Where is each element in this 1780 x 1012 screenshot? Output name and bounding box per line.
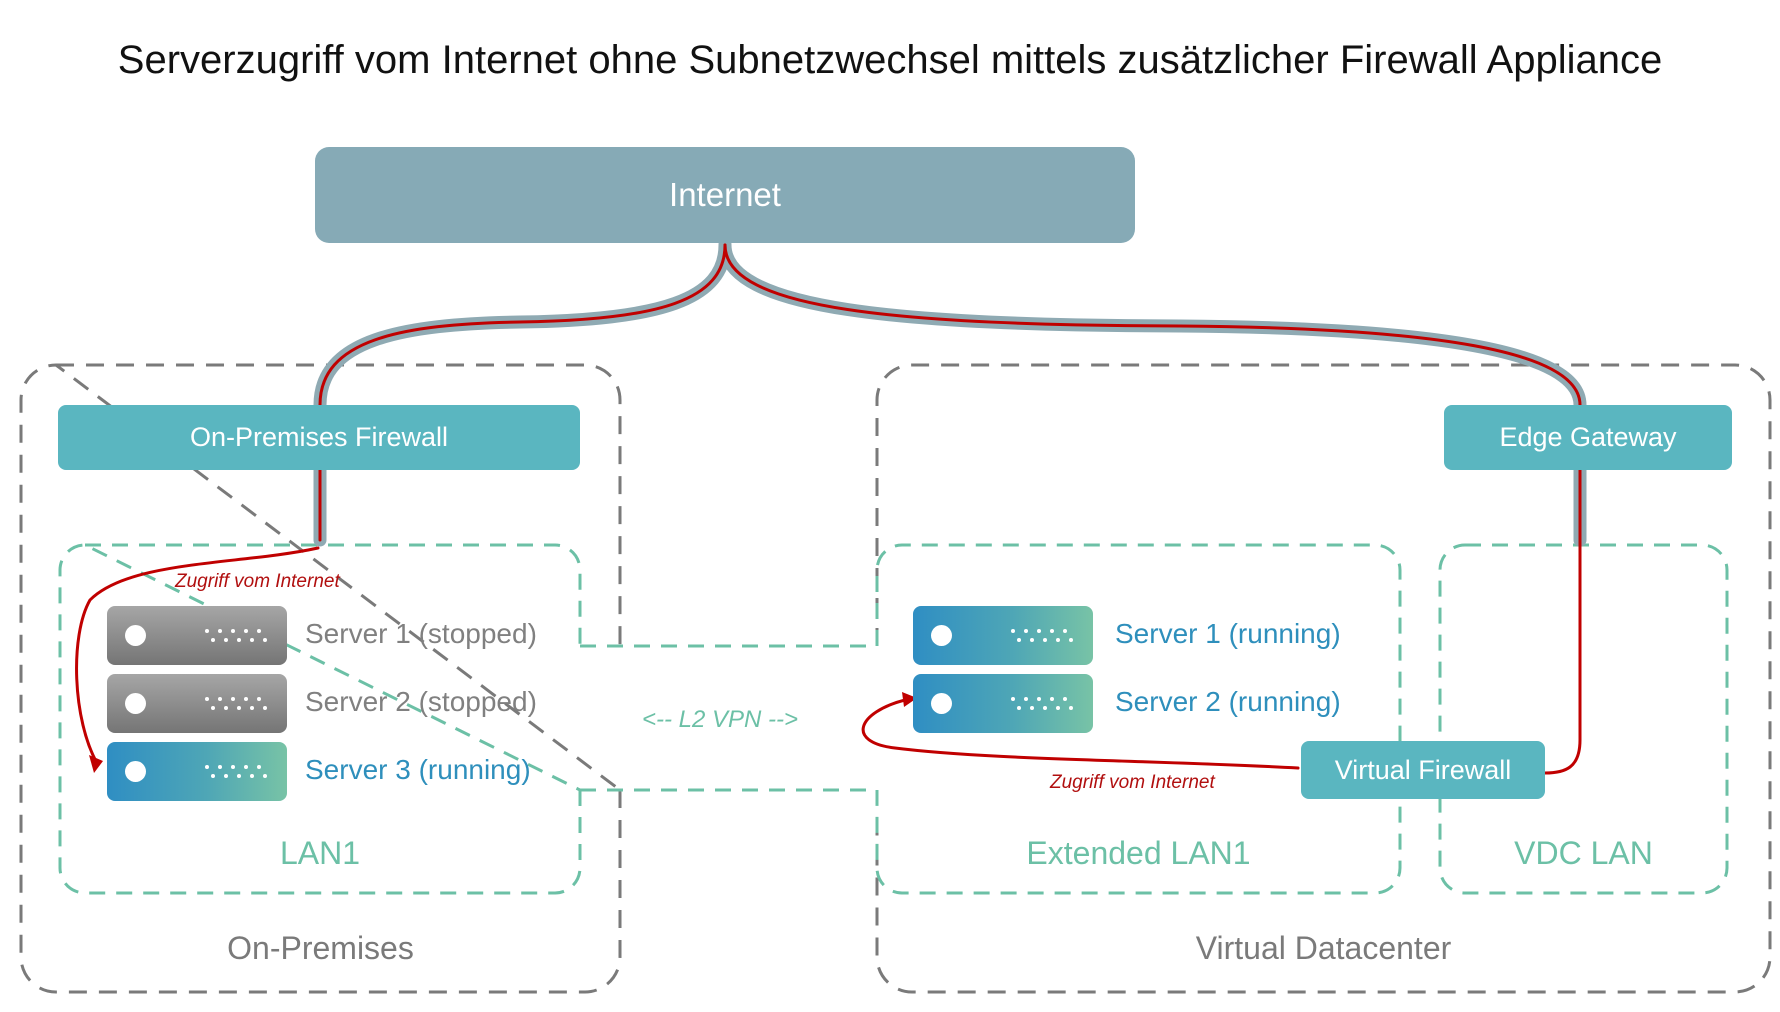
internet-node: Internet — [315, 147, 1135, 243]
onprem-site-label: On-Premises — [227, 930, 414, 966]
access-path-onprem-uplink — [318, 243, 727, 407]
power-led-icon — [125, 761, 146, 782]
power-led-icon — [125, 625, 146, 646]
access-arrow-vdc — [861, 698, 1300, 770]
access-path-vdc-uplink — [723, 243, 1582, 407]
onprem-site-border — [19, 363, 622, 994]
vent-dots-icon — [1011, 629, 1077, 643]
vent-dots-icon — [205, 697, 271, 711]
vent-dots-icon — [205, 629, 271, 643]
vent-dots-icon — [1011, 697, 1077, 711]
access-label-vdc: Zugriff vom Internet — [1050, 772, 1215, 793]
onprem-server-3-label: Server 3 (running) — [305, 754, 531, 785]
vdc-lan-label: VDC LAN — [1514, 835, 1653, 871]
onprem-server-1-label: Server 1 (stopped) — [305, 618, 537, 649]
vent-dots-icon — [205, 765, 271, 779]
access-arrowhead-vdc — [902, 692, 917, 707]
lan1-label: LAN1 — [279, 835, 361, 871]
power-led-icon — [931, 625, 952, 646]
server-icon — [107, 742, 287, 801]
access-path-vdc-down — [1543, 468, 1582, 775]
vdc-site-label: Virtual Datacenter — [1195, 930, 1452, 966]
onprem-firewall: On-Premises Firewall — [58, 405, 580, 470]
power-led-icon — [125, 693, 146, 714]
edge-gateway: Edge Gateway — [1444, 405, 1732, 470]
virtual-firewall: Virtual Firewall — [1301, 741, 1545, 799]
server-icon — [107, 606, 287, 665]
server-icon — [913, 606, 1093, 665]
access-arrowhead-onprem — [89, 755, 103, 773]
access-arrow-onprem — [75, 546, 320, 767]
onprem-server-2-label: Server 2 (stopped) — [305, 686, 537, 717]
vdc-server-1-label: Server 1 (running) — [1115, 618, 1341, 649]
lan1-border — [58, 543, 582, 895]
server-icon — [107, 674, 287, 733]
server-icon — [913, 674, 1093, 733]
power-led-icon — [931, 693, 952, 714]
uplink-onprem — [313, 238, 732, 412]
access-label-onprem: Zugriff vom Internet — [175, 571, 340, 592]
diagram-title: Serverzugriff vom Internet ohne Subnetzw… — [117, 38, 1663, 82]
vdc-server-2-label: Server 2 (running) — [1115, 686, 1341, 717]
vdc-site-border — [875, 363, 1772, 994]
extended-lan1-label: Extended LAN1 — [1026, 835, 1251, 871]
l2-vpn-label: <-- L2 VPN --> — [642, 706, 799, 733]
vdc-lan-border — [1438, 543, 1729, 895]
